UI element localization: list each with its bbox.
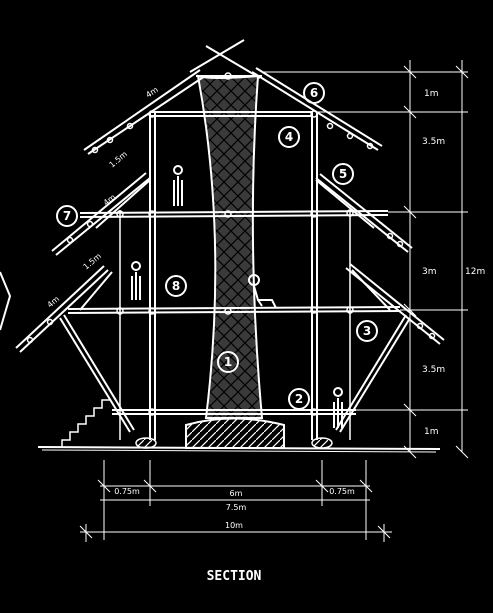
footings [135, 437, 333, 449]
horizontal-dimensions [79, 460, 392, 542]
callout-4: 4 [285, 130, 293, 144]
vertical-dimensions [262, 60, 469, 459]
foundation-hatch [185, 417, 285, 449]
callout-3: 3 [363, 324, 371, 338]
dim-bottom-center-outer: 7.5m [226, 503, 247, 512]
ridge [189, 39, 262, 79]
callout-1: 1 [224, 355, 232, 369]
dim-level-1: 1m [424, 89, 439, 99]
drawing-title: SECTION [207, 569, 262, 584]
dim-bottom-left: 0.75m [114, 487, 140, 496]
callout-7: 7 [63, 209, 71, 223]
roof-left [15, 69, 206, 433]
callout-2: 2 [295, 392, 303, 406]
callout-8: 8 [172, 279, 180, 293]
roof-right [251, 67, 445, 433]
structural-joints [26, 72, 436, 416]
dim-level-5: 1m [424, 427, 439, 437]
dim-level-4: 3.5m [422, 365, 445, 375]
dim-bottom-right: 0.75m [329, 487, 355, 496]
adjacent-element [0, 271, 12, 331]
dim-level-2: 3.5m [422, 137, 445, 147]
dim-bottom-center-inner: 6m [230, 489, 243, 498]
dim-roof-top: 4m [144, 85, 160, 100]
human-figures [131, 165, 343, 428]
dim-overall-width: 10m [225, 521, 243, 530]
dim-level-3: 3m [422, 267, 437, 277]
columns [119, 112, 351, 440]
callout-5: 5 [339, 167, 347, 181]
dim-roof-step-upper: 1.5m [108, 149, 130, 169]
dim-total-height: 12m [465, 267, 485, 277]
callout-6: 6 [310, 86, 318, 100]
callouts [56, 82, 378, 410]
stairs [61, 399, 110, 448]
